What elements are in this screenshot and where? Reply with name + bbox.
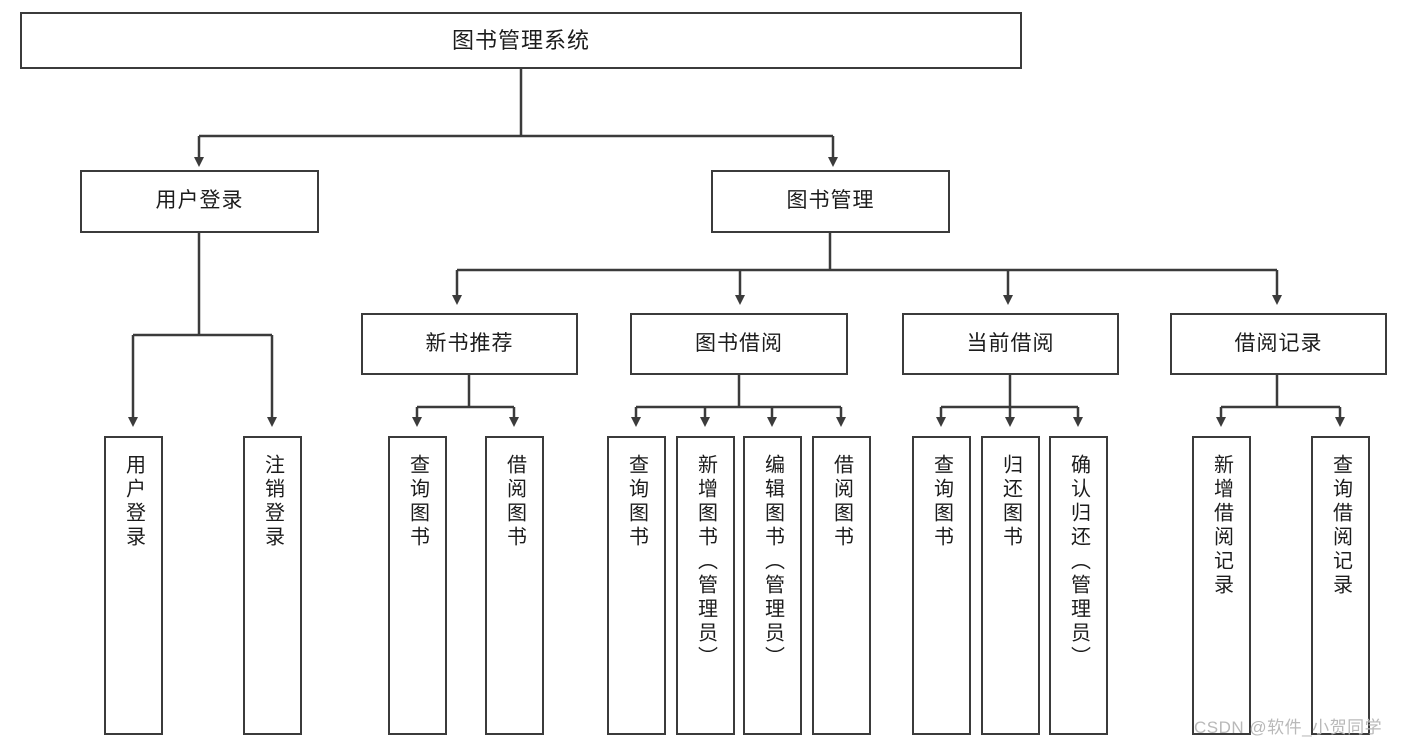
node-new-book-recommend[interactable]: 新书推荐 [361, 313, 578, 375]
node-label: 借阅图书 [503, 454, 526, 550]
node-label: 注销登录 [261, 454, 284, 550]
node-label: 查询图书 [406, 454, 429, 550]
node-label: 查询图书 [930, 454, 953, 550]
node-current-borrow[interactable]: 当前借阅 [902, 313, 1119, 375]
leaf-current-confirm-return-admin[interactable]: 确认归还（管理员） [1049, 436, 1108, 735]
node-label: 当前借阅 [966, 331, 1055, 355]
leaf-borrow-borrow-book[interactable]: 借阅图书 [812, 436, 871, 735]
node-book-management[interactable]: 图书管理 [711, 170, 950, 233]
node-label: 新增借阅记录 [1210, 454, 1233, 598]
leaf-recommend-query-book[interactable]: 查询图书 [388, 436, 447, 735]
leaf-borrow-edit-book-admin[interactable]: 编辑图书（管理员） [743, 436, 802, 735]
leaf-borrow-query-book[interactable]: 查询图书 [607, 436, 666, 735]
node-label: 图书管理 [786, 189, 875, 213]
node-book-borrow[interactable]: 图书借阅 [630, 313, 848, 375]
node-label: 图书管理系统 [451, 27, 590, 53]
leaf-user-login[interactable]: 用户登录 [104, 436, 163, 735]
node-root-system[interactable]: 图书管理系统 [20, 12, 1022, 69]
leaf-records-query-record[interactable]: 查询借阅记录 [1311, 436, 1370, 735]
leaf-recommend-borrow-book[interactable]: 借阅图书 [485, 436, 544, 735]
node-label: 新增图书（管理员） [694, 454, 717, 670]
node-user-login[interactable]: 用户登录 [80, 170, 319, 233]
node-label: 新书推荐 [425, 331, 514, 355]
leaf-current-return-book[interactable]: 归还图书 [981, 436, 1040, 735]
csdn-watermark: CSDN @软件_小贺同学 [1194, 718, 1383, 737]
node-borrow-records[interactable]: 借阅记录 [1170, 313, 1387, 375]
node-label: 用户登录 [122, 454, 145, 550]
node-label: 图书借阅 [695, 331, 783, 355]
leaf-logout-login[interactable]: 注销登录 [243, 436, 302, 735]
node-label: 借阅记录 [1234, 331, 1323, 355]
node-label: 归还图书 [999, 454, 1022, 550]
node-label: 借阅图书 [830, 454, 853, 550]
leaf-records-add-record[interactable]: 新增借阅记录 [1192, 436, 1251, 735]
node-label: 查询图书 [625, 454, 648, 550]
leaf-current-query-book[interactable]: 查询图书 [912, 436, 971, 735]
node-label: 编辑图书（管理员） [761, 454, 784, 670]
node-label: 用户登录 [155, 189, 244, 213]
node-label: 查询借阅记录 [1329, 454, 1352, 598]
leaf-borrow-add-book-admin[interactable]: 新增图书（管理员） [676, 436, 735, 735]
node-label: 确认归还（管理员） [1067, 454, 1090, 670]
